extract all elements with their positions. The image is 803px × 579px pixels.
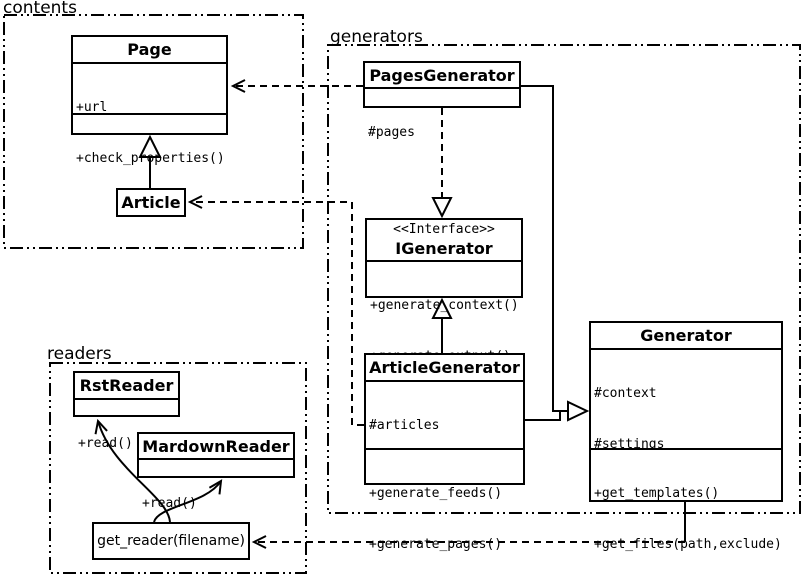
- class-title-pagesgenerator: PagesGenerator: [369, 65, 515, 85]
- method: +read(): [78, 436, 133, 451]
- class-box-articlegenerator: ArticleGenerator #articles #dates #tags …: [364, 353, 525, 552]
- class-box-pagesgenerator: PagesGenerator #pages: [363, 61, 521, 140]
- method: +get_files(path,exclude): [594, 537, 781, 552]
- class-box-generator: Generator #context #settings #path #them…: [589, 321, 783, 552]
- attribute: +url: [76, 100, 108, 113]
- arrow-getreader-to-rstreader: [94, 418, 171, 523]
- class-methods-rstreader: +read(): [75, 398, 178, 486]
- class-title-mardownreader: MardownReader: [142, 436, 290, 456]
- class-attributes-articlegenerator: #articles #dates #tags #categories: [366, 380, 523, 448]
- method: +check_properties(): [76, 151, 225, 166]
- method: +generate_pages(): [369, 537, 503, 552]
- package-label-generators: generators: [330, 27, 423, 47]
- class-attributes-page: +url +slug +summary: [73, 62, 226, 113]
- class-title-generator: Generator: [640, 326, 732, 345]
- package-border-generators: [327, 44, 801, 514]
- class-box-article: Article: [116, 188, 186, 217]
- package-label-readers: readers: [47, 344, 112, 364]
- class-title-article: Article: [121, 193, 181, 212]
- inheritance-line-articlegenerator-to-generator: [525, 410, 568, 421]
- function-box-getreader: get_reader(filename): [92, 522, 250, 560]
- arrow-getreader-to-mardownreader: [153, 479, 223, 523]
- class-methods-page: +check_properties(): [73, 113, 226, 201]
- class-methods-generator: +get_templates() +get_files(path,exclude…: [591, 448, 781, 579]
- class-title-page: Page: [127, 40, 172, 59]
- class-methods-articlegenerator: +generate_feeds() +generate_pages(): [366, 448, 523, 579]
- class-box-rstreader: RstReader +read(): [73, 371, 180, 451]
- attribute: #context: [594, 386, 657, 401]
- method: +generate_feeds(): [369, 486, 503, 501]
- package-border-readers: [49, 362, 307, 574]
- class-title-articlegenerator: ArticleGenerator: [369, 358, 520, 377]
- attribute: #pages: [368, 125, 415, 140]
- method: +read(): [142, 496, 197, 511]
- class-methods-mardownreader: +read(): [139, 458, 293, 546]
- class-title-rstreader: RstReader: [79, 376, 174, 395]
- class-title-igenerator: IGenerator: [395, 239, 493, 258]
- package-border-contents: [3, 14, 304, 249]
- dependency-arrow-articlegenerator-to-article: [187, 195, 364, 426]
- inheritance-triangle-page: [138, 134, 162, 158]
- function-label-getreader: get_reader(filename): [97, 533, 245, 549]
- inheritance-triangle-igenerator-bottom: [431, 297, 453, 319]
- attribute: #settings: [594, 437, 665, 448]
- class-box-igenerator: <<Interface>> IGenerator +generate_conte…: [365, 218, 523, 364]
- class-attributes-generator: #context #settings #path #theme #output_…: [591, 348, 781, 448]
- class-header-igenerator: <<Interface>> IGenerator: [367, 220, 521, 260]
- method: +generate_context(): [370, 298, 519, 313]
- class-box-page: Page +url +slug +summary +check_properti…: [71, 35, 228, 166]
- inheritance-line-pagesgenerator-to-generator: [521, 85, 568, 412]
- attribute: #articles: [369, 418, 440, 433]
- class-box-mardownreader: MardownReader +read(): [137, 432, 295, 511]
- class-attributes-pagesgenerator: #pages: [365, 87, 519, 175]
- class-stereotype-igenerator: <<Interface>>: [393, 222, 495, 237]
- inheritance-triangle-generator: [567, 400, 590, 422]
- realization-triangle-igenerator-top: [431, 197, 453, 219]
- method: +get_templates(): [594, 486, 720, 501]
- package-label-contents: contents: [3, 0, 77, 18]
